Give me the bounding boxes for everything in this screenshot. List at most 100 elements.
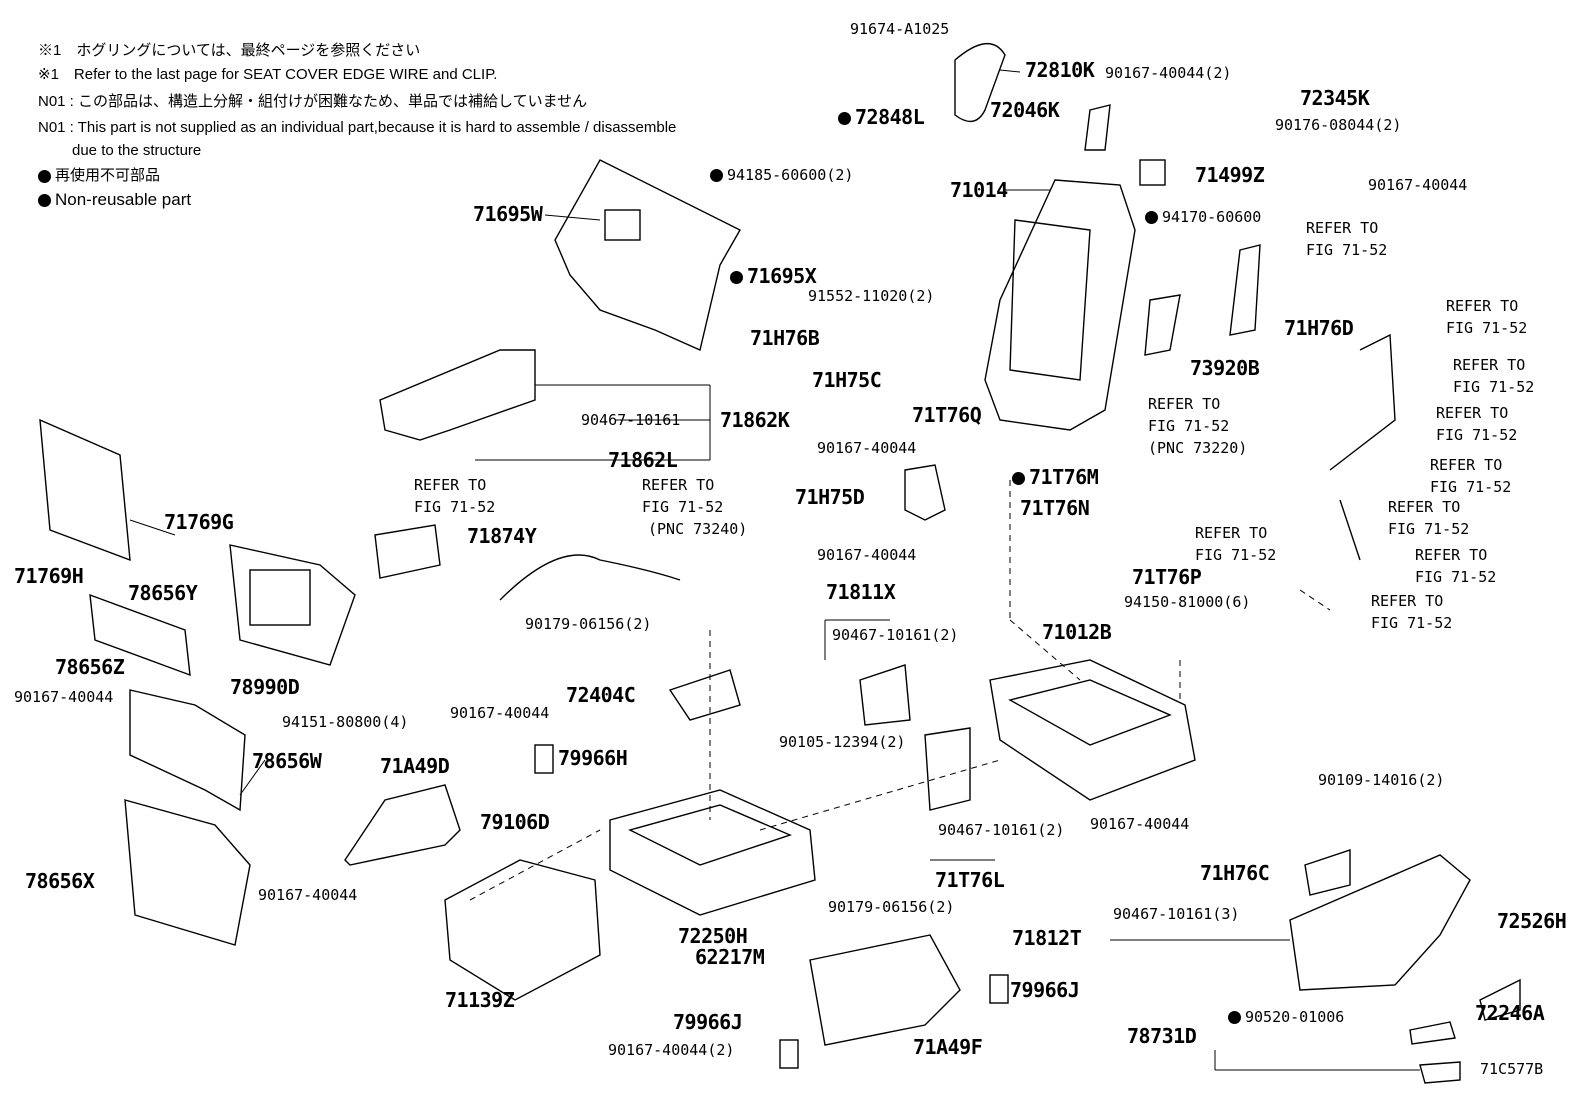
callout-label: 79966J bbox=[673, 1010, 743, 1034]
callout-label: (PNC 73240) bbox=[648, 520, 748, 538]
non-reusable-dot-icon bbox=[38, 169, 51, 183]
non-reusable-dot-icon bbox=[730, 271, 743, 284]
part-72526h bbox=[1479, 978, 1521, 1021]
callout-label: REFER TO bbox=[1415, 546, 1488, 564]
callout-label: FIG 71-52 bbox=[414, 498, 496, 516]
callout-label: 90167-40044 bbox=[258, 886, 358, 904]
callout-label: 90467-10161 bbox=[581, 411, 681, 429]
callout-label: 71A49D bbox=[380, 754, 450, 778]
callout-label: FIG 71-52 bbox=[1388, 520, 1470, 538]
callout-label: 71812T bbox=[1012, 926, 1082, 950]
callout-label: 71695W bbox=[473, 202, 543, 226]
callout-label: 90167-40044 bbox=[1090, 815, 1190, 833]
callout-label: 71695X bbox=[730, 266, 817, 286]
callout-label: 71012B bbox=[1042, 620, 1112, 644]
callout-label: REFER TO bbox=[1436, 404, 1509, 422]
callout-label: 90167-40044(2) bbox=[608, 1041, 735, 1059]
part-72246a bbox=[1409, 1021, 1456, 1045]
callout-label: 72046K bbox=[990, 98, 1060, 122]
callout-label: 78656Z bbox=[55, 655, 125, 679]
callout-label: 90467-10161(2) bbox=[832, 626, 959, 644]
part-79966j-right bbox=[989, 974, 1009, 1004]
part-73920b bbox=[1144, 294, 1181, 356]
note-hogring-en: ※1 Refer to the last page for SEAT COVER… bbox=[38, 66, 498, 83]
callout-label: FIG 71-52 bbox=[1148, 417, 1230, 435]
callout-label: 71H75D bbox=[795, 485, 865, 509]
callout-label: 90105-12394(2) bbox=[779, 733, 906, 751]
part-71014 bbox=[984, 179, 1136, 431]
legend-ja: 再使用不可部品 bbox=[38, 167, 160, 184]
callout-label: 73920B bbox=[1190, 356, 1260, 380]
diagram-id: 71C577B bbox=[1480, 1060, 1544, 1078]
callout-label: 90467-10161(3) bbox=[1113, 905, 1240, 923]
part-78656y bbox=[39, 418, 131, 562]
callout-label: 71769H bbox=[14, 564, 84, 588]
callout-label: 78731D bbox=[1127, 1024, 1197, 1048]
note-n01-en-2: due to the structure bbox=[72, 142, 202, 159]
callout-label: 79966H bbox=[558, 746, 628, 770]
callout-label: 78656Y bbox=[128, 581, 198, 605]
callout-label: 71H76D bbox=[1284, 316, 1354, 340]
callout-label: 71862L bbox=[608, 448, 678, 472]
callout-label: 90467-10161(2) bbox=[938, 821, 1065, 839]
callout-label: 94170-60600 bbox=[1145, 210, 1261, 225]
callout-label: 78656W bbox=[252, 749, 322, 773]
legend-en: Non-reusable part bbox=[38, 191, 191, 208]
callout-label: 90167-40044(2) bbox=[1105, 64, 1232, 82]
non-reusable-dot-icon bbox=[1145, 211, 1158, 224]
part-78656w bbox=[129, 689, 246, 812]
callout-label: 79106D bbox=[480, 810, 550, 834]
callout-label: FIG 71-52 bbox=[642, 498, 724, 516]
part-71h76d bbox=[1229, 244, 1261, 336]
callout-label: REFER TO bbox=[414, 476, 487, 494]
part-71h76c bbox=[1304, 849, 1351, 896]
part-72046k bbox=[1084, 104, 1111, 151]
part-71499z bbox=[1139, 159, 1166, 186]
callout-label: REFER TO bbox=[1306, 219, 1379, 237]
non-reusable-dot-icon bbox=[38, 194, 51, 208]
note-n01-ja: N01 : この部品は、構造上分解・組付けが困難なため、単品では補給していません bbox=[38, 93, 588, 110]
callout-label: 71014 bbox=[950, 178, 1008, 202]
part-79106d bbox=[609, 789, 816, 916]
callout-label: 71139Z bbox=[445, 988, 515, 1012]
callout-label: 72246A bbox=[1475, 1001, 1545, 1025]
callout-label: 72345K bbox=[1300, 86, 1370, 110]
callout-label: 94150-81000(6) bbox=[1124, 593, 1251, 611]
non-reusable-dot-icon bbox=[1228, 1011, 1241, 1024]
callout-label: 90167-40044 bbox=[14, 688, 114, 706]
callout-label: (PNC 73220) bbox=[1148, 439, 1248, 457]
callout-label: 71H75C bbox=[812, 368, 882, 392]
callout-label: REFER TO bbox=[1446, 297, 1519, 315]
callout-label: 90109-14016(2) bbox=[1318, 771, 1445, 789]
callout-label: 78990D bbox=[230, 675, 300, 699]
part-71862k bbox=[379, 349, 536, 441]
callout-label: REFER TO bbox=[1388, 498, 1461, 516]
callout-label: 90167-40044 bbox=[450, 704, 550, 722]
callout-label: 71T76L bbox=[935, 868, 1005, 892]
callout-label: FIG 71-52 bbox=[1430, 478, 1512, 496]
part-71a49d bbox=[344, 784, 461, 866]
part-71874y bbox=[374, 524, 441, 579]
harness-73240 bbox=[499, 554, 681, 601]
part-71h75d bbox=[904, 464, 946, 521]
callout-label: 71A49F bbox=[913, 1035, 983, 1059]
callout-label: FIG 71-52 bbox=[1371, 614, 1453, 632]
callout-label: FIG 71-52 bbox=[1415, 568, 1497, 586]
callout-label: 71811X bbox=[826, 580, 896, 604]
part-79966h bbox=[534, 744, 554, 774]
callout-label: 90179-06156(2) bbox=[525, 615, 652, 633]
callout-label: 90167-40044 bbox=[817, 439, 917, 457]
non-reusable-dot-icon bbox=[1012, 472, 1025, 485]
part-72810k bbox=[954, 42, 1006, 123]
callout-label: 79966J bbox=[1010, 978, 1080, 1002]
callout-label: REFER TO bbox=[1195, 524, 1268, 542]
callout-label: REFER TO bbox=[1430, 456, 1503, 474]
non-reusable-dot-icon bbox=[838, 112, 851, 125]
part-71012b bbox=[989, 659, 1196, 801]
part-71139z bbox=[444, 859, 601, 1001]
part-78731d bbox=[1419, 1061, 1461, 1084]
callout-label: REFER TO bbox=[1148, 395, 1221, 413]
callout-label: 78656X bbox=[25, 869, 95, 893]
